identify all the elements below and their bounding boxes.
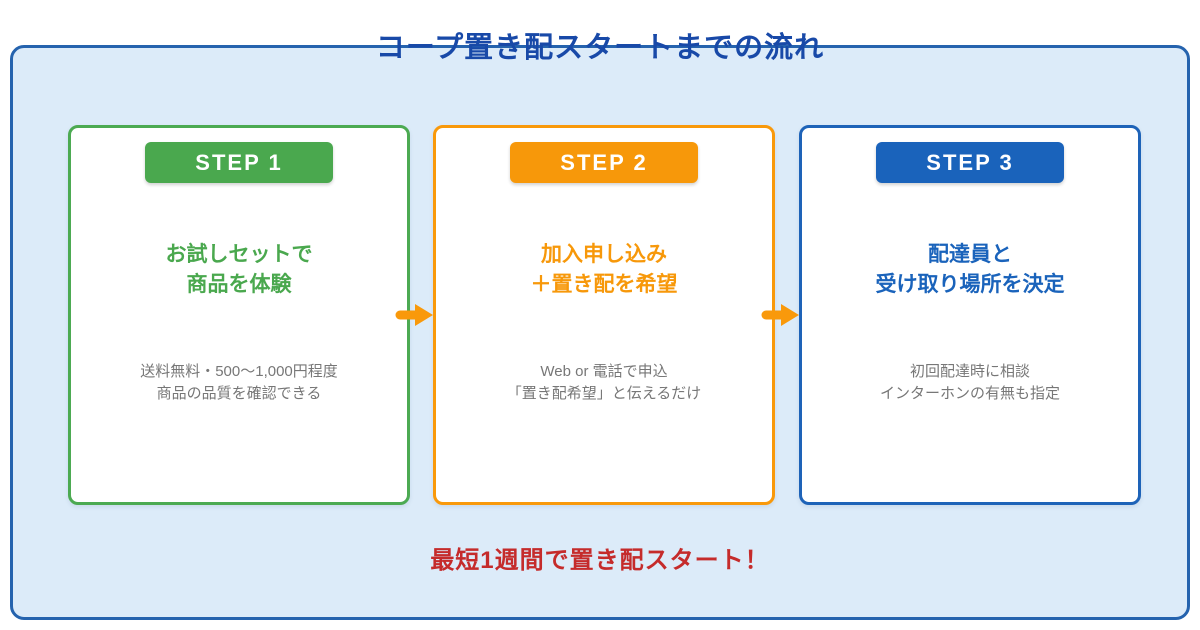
- step1-badge: STEP 1: [145, 142, 333, 183]
- step1-heading: お試しセットで 商品を体験: [71, 240, 407, 300]
- step3-card: STEP 3 配達員と 受け取り場所を決定 初回配達時に相談 インターホンの有無…: [799, 125, 1141, 505]
- step2-heading: 加入申し込み ＋置き配を希望: [436, 240, 772, 300]
- step2-badge: STEP 2: [510, 142, 698, 183]
- step3-badge: STEP 3: [876, 142, 1064, 183]
- footer-note: 最短1週間で置き配スタート！: [430, 547, 770, 574]
- step2-heading-line1: 加入申し込み: [541, 243, 667, 266]
- step1-heading-line1: お試しセットで: [165, 243, 313, 266]
- step1-desc-line1: 送料無料・500〜1,000円程度: [140, 363, 338, 380]
- step2-card: STEP 2 加入申し込み ＋置き配を希望 Web or 電話で申込 「置き配希…: [433, 125, 775, 505]
- arrow-right-icon: [395, 304, 433, 326]
- step3-desc-line1: 初回配達時に相談: [909, 363, 1030, 380]
- step1-description: 送料無料・500〜1,000円程度 商品の品質を確認できる: [71, 361, 407, 405]
- step3-desc-line2: インターホンの有無も指定: [879, 385, 1060, 402]
- step2-heading-line2: ＋置き配を希望: [530, 273, 678, 296]
- step2-desc-line1: Web or 電話で申込: [540, 363, 668, 380]
- step1-card: STEP 1 お試しセットで 商品を体験 送料無料・500〜1,000円程度 商…: [68, 125, 410, 505]
- step1-heading-line2: 商品を体験: [186, 273, 292, 296]
- page-title: コープ置き配スタートまでの流れ: [375, 32, 825, 64]
- step2-desc-line2: 「置き配希望」と伝えるだけ: [506, 385, 702, 402]
- step2-description: Web or 電話で申込 「置き配希望」と伝えるだけ: [436, 361, 772, 405]
- step3-description: 初回配達時に相談 インターホンの有無も指定: [802, 361, 1138, 405]
- step3-heading: 配達員と 受け取り場所を決定: [802, 240, 1138, 300]
- arrow-right-icon: [761, 304, 799, 326]
- step3-heading-line2: 受け取り場所を決定: [875, 273, 1065, 296]
- step1-desc-line2: 商品の品質を確認できる: [156, 385, 322, 402]
- step3-heading-line1: 配達員と: [928, 243, 1012, 266]
